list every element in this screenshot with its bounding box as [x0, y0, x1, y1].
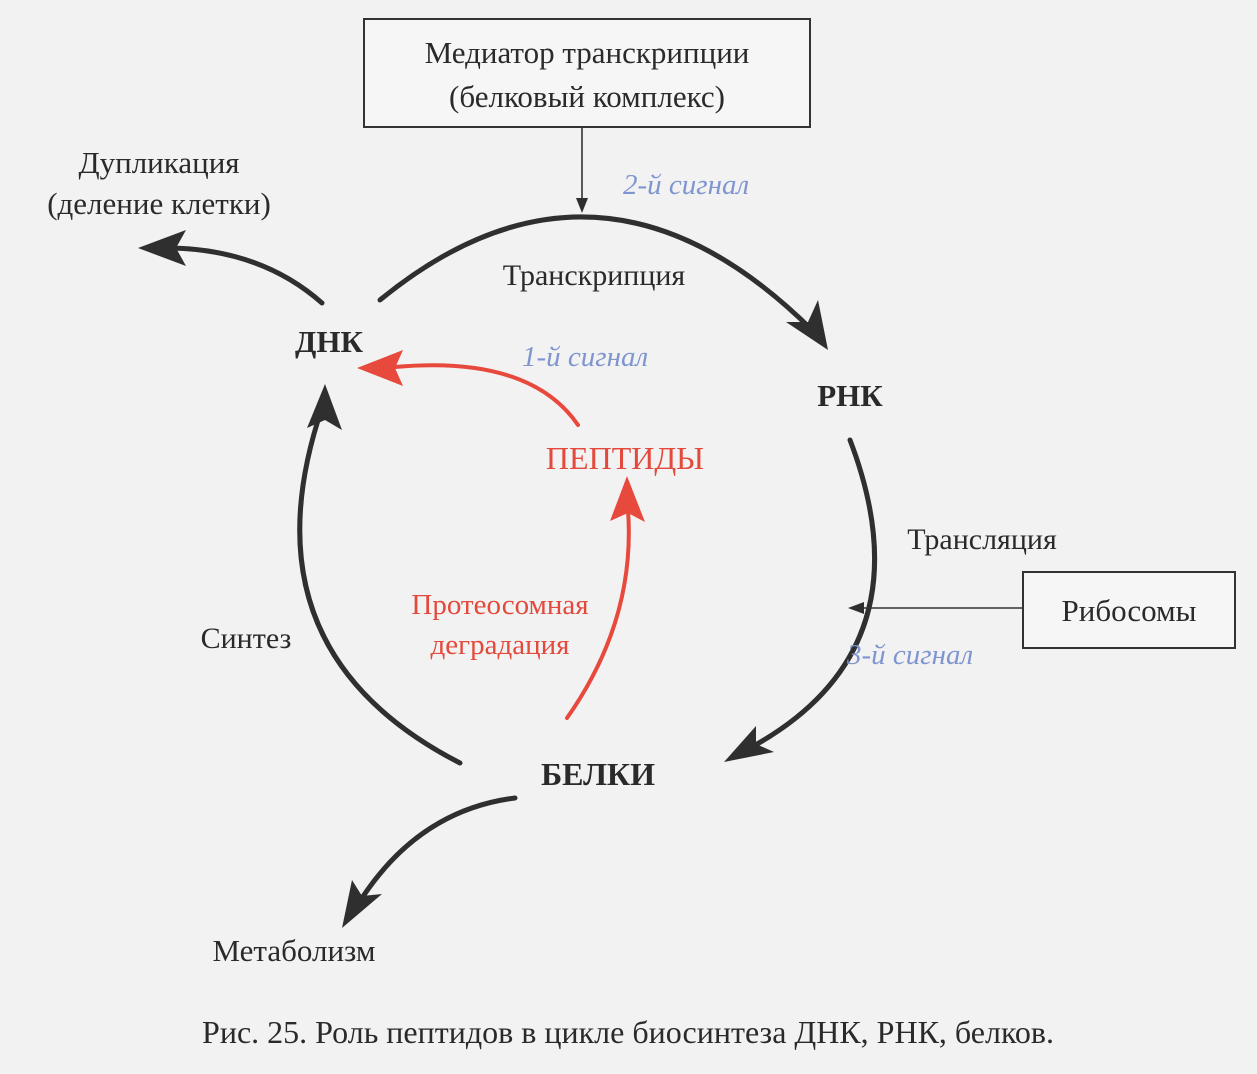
figure-caption: Рис. 25. Роль пептидов в цикле биосинтез… — [202, 1014, 1054, 1050]
transcription-label: Транскрипция — [503, 259, 686, 292]
degradation-arc — [565, 508, 631, 720]
duplication-label-line2: (деление клетки) — [47, 186, 271, 221]
ribosomes-label: Рибосомы — [1062, 593, 1197, 628]
peptides-to-dna-arrowhead — [357, 350, 403, 386]
metabolism-arrowhead — [342, 880, 382, 928]
peptides-label: ПЕПТИДЫ — [546, 440, 704, 476]
peptides-to-dna-arc — [393, 363, 580, 427]
synthesis-arc — [297, 405, 463, 766]
synthesis-arrowhead — [307, 384, 342, 430]
mediator-box — [363, 18, 811, 128]
metabolism-arrow — [359, 795, 518, 901]
mediator-label-line2: (белковый комплекс) — [449, 79, 725, 114]
transcription-arc — [377, 214, 815, 333]
degradation-label-line2: деградация — [431, 629, 570, 661]
synthesis-label: Синтез — [201, 622, 292, 655]
duplication-arrow — [169, 245, 325, 306]
proteins-label: БЕЛКИ — [541, 756, 655, 792]
transcription-arrowhead — [786, 300, 828, 350]
first-signal-label: 1-й сигнал — [522, 341, 648, 373]
dna-label: ДНК — [295, 324, 363, 359]
ribosomes-box — [1022, 571, 1236, 649]
translation-label: Трансляция — [907, 523, 1057, 556]
translation-arrowhead — [724, 726, 774, 762]
duplication-label-line1: Дупликация — [78, 145, 239, 180]
ribosomes-signal-arrowhead — [848, 602, 864, 614]
translation-arc — [747, 437, 878, 751]
second-signal-label: 2-й сигнал — [623, 169, 749, 201]
mediator-label-line1: Медиатор транскрипции — [425, 35, 750, 70]
mediator-signal-arrowhead — [576, 198, 588, 213]
degradation-label-line1: Протеосомная — [411, 589, 588, 621]
third-signal-label: 3-й сигнал — [846, 639, 973, 671]
metabolism-label: Метаболизм — [213, 933, 376, 968]
rna-label: РНК — [817, 378, 883, 413]
duplication-arrowhead — [138, 230, 186, 266]
degradation-arrowhead — [610, 476, 645, 522]
